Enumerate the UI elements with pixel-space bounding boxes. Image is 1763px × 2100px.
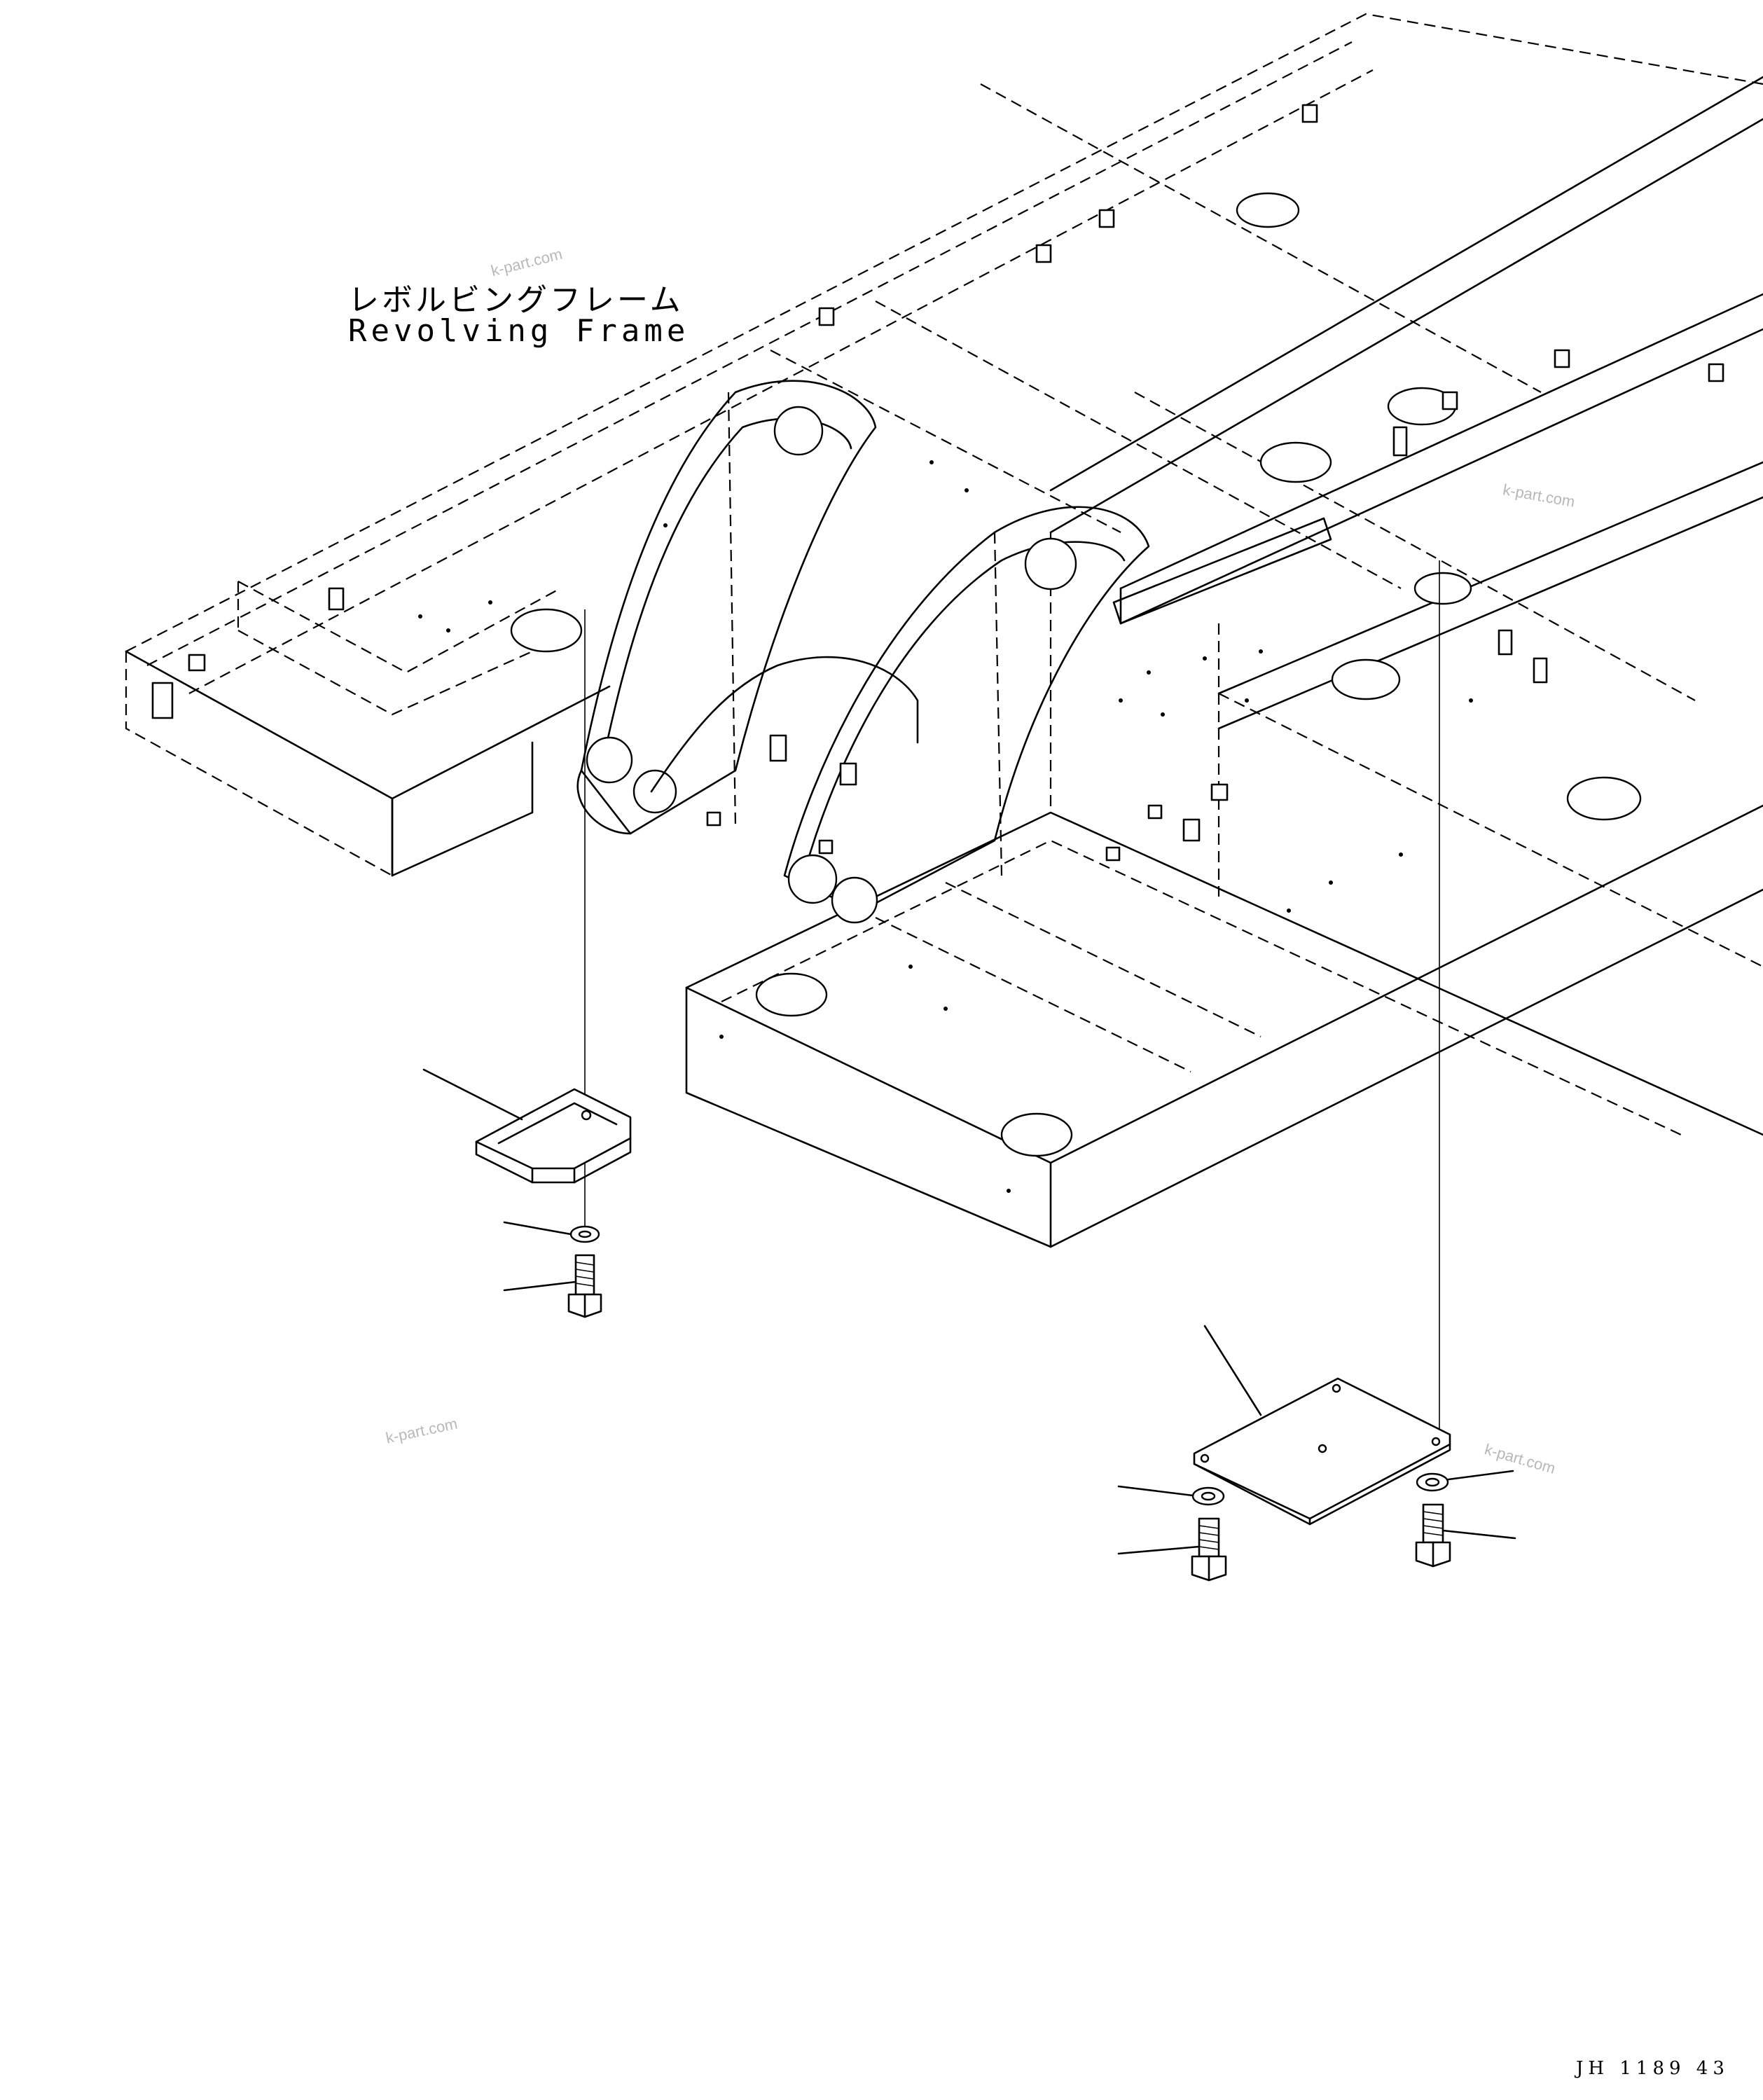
center-lines [584,560,1440,1443]
frame-label-english: Revolving Frame [348,313,690,349]
right-bolts [1191,1503,1451,1582]
left-cover-plate [475,1088,632,1184]
revolving-frame [125,13,1763,1248]
left-bolt [567,1254,602,1318]
frame-label-japanese: レボルビングフレーム [348,282,684,318]
right-washers [1191,1472,1449,1506]
right-cover-plate [1193,1377,1451,1526]
leader-lines [422,1068,1516,1555]
left-washer [569,1225,600,1243]
drawing-reference-number: JH 1189 43 [1576,2058,1729,2079]
